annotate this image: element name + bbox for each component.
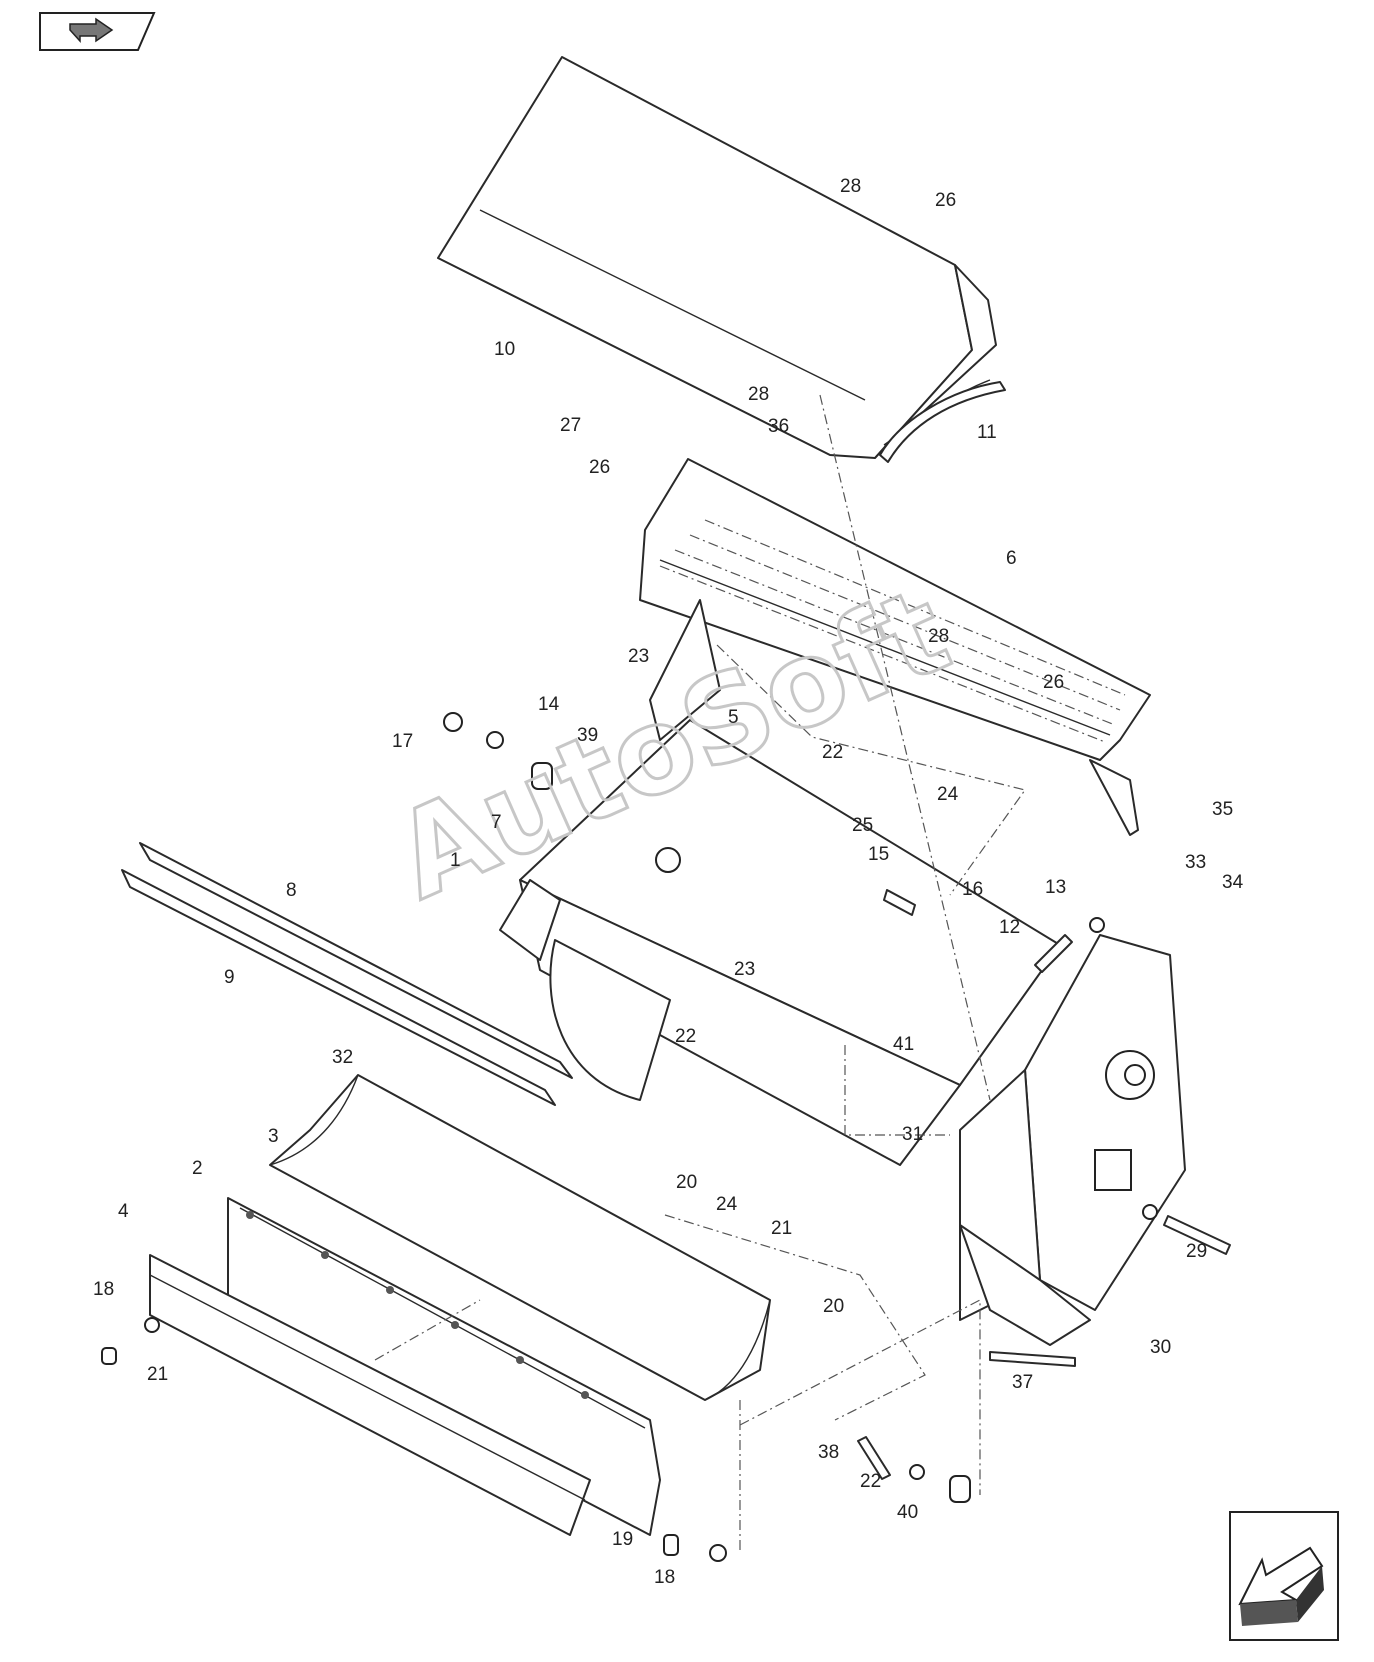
callout-34: 34 [1222, 872, 1244, 893]
callout-24: 24 [937, 784, 959, 805]
callout-5: 5 [728, 707, 739, 728]
callout-9: 9 [224, 967, 235, 988]
callout-17: 17 [392, 731, 413, 752]
long-strip-part [121, 842, 573, 1106]
callout-14: 14 [538, 694, 560, 715]
callout-33: 33 [1185, 852, 1206, 873]
callout-11: 11 [977, 422, 997, 443]
callout-24: 24 [716, 1194, 738, 1215]
top-cover-part [437, 56, 997, 459]
callout-23: 23 [628, 646, 649, 667]
callout-1: 1 [450, 850, 461, 871]
callout-13: 13 [1045, 877, 1066, 898]
callout-4: 4 [118, 1201, 129, 1222]
callout-38: 38 [818, 1442, 839, 1463]
callout-26: 26 [589, 457, 610, 478]
callout-22: 22 [822, 742, 843, 763]
callout-10: 10 [494, 339, 515, 360]
curved-pan-part [269, 1074, 771, 1401]
callout-12: 12 [999, 917, 1020, 938]
callout-22: 22 [675, 1026, 696, 1047]
callout-32: 32 [332, 1047, 353, 1068]
callout-28: 28 [748, 384, 769, 405]
callout-16: 16 [962, 879, 983, 900]
callout-20: 20 [823, 1296, 844, 1317]
callout-21: 21 [771, 1218, 792, 1239]
callout-36: 36 [768, 416, 789, 437]
angle-strip-part [149, 1254, 591, 1536]
callout-40: 40 [897, 1502, 918, 1523]
assembly-lines [374, 394, 1027, 1550]
main-frame-part [499, 599, 1061, 1166]
callout-18: 18 [654, 1567, 675, 1588]
callout-26: 26 [1043, 672, 1064, 693]
callout-26: 26 [935, 190, 956, 211]
next-arrow-icon[interactable] [1229, 1511, 1339, 1641]
callout-8: 8 [286, 880, 297, 901]
perforated-panel-part [639, 458, 1151, 761]
callout-18: 18 [93, 1279, 114, 1300]
callout-41: 41 [893, 1034, 914, 1055]
callout-19: 19 [612, 1529, 633, 1550]
callout-28: 28 [928, 626, 949, 647]
callout-25: 25 [852, 815, 873, 836]
callout-2: 2 [192, 1158, 203, 1179]
callout-39: 39 [577, 725, 598, 746]
callout-20: 20 [676, 1172, 697, 1193]
callout-22: 22 [860, 1471, 881, 1492]
callout-28: 28 [840, 176, 861, 197]
callout-37: 37 [1012, 1372, 1033, 1393]
callout-21: 21 [147, 1364, 168, 1385]
callout-27: 27 [560, 415, 581, 436]
arc-strip-part [879, 381, 1006, 463]
fasteners [101, 712, 1231, 1562]
callout-35: 35 [1212, 799, 1233, 820]
callout-31: 31 [902, 1124, 923, 1145]
callout-23: 23 [734, 959, 755, 980]
back-arrow-icon[interactable] [39, 12, 156, 51]
callout-15: 15 [868, 844, 889, 865]
callout-29: 29 [1186, 1241, 1207, 1262]
callout-6: 6 [1006, 548, 1017, 569]
callout-7: 7 [491, 812, 502, 833]
callout-3: 3 [268, 1126, 279, 1147]
callout-30: 30 [1150, 1337, 1171, 1358]
